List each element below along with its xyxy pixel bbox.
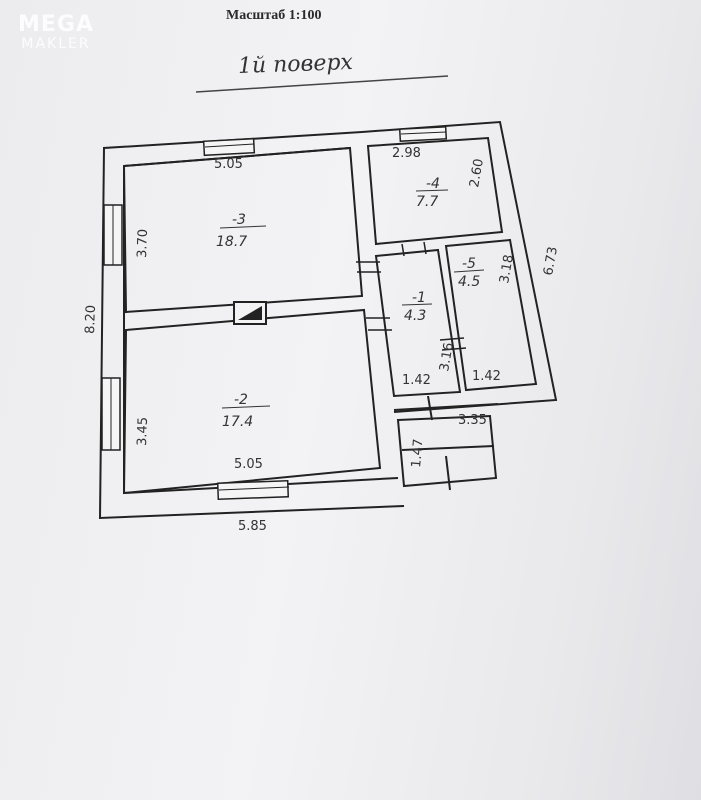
- room-2-number: -2: [234, 392, 248, 408]
- window-top-left: [202, 137, 256, 157]
- window-top-right: [398, 126, 448, 142]
- room-5-area: 4.5: [458, 274, 480, 290]
- logo-line2: MAKLER: [21, 36, 91, 52]
- porch-rail: [445, 455, 451, 491]
- window-bottom: [216, 480, 290, 500]
- dim-outer-bottom: 5.85: [238, 519, 267, 534]
- dim-room5-height: 3.18: [497, 254, 517, 285]
- stove-icon: [233, 301, 267, 325]
- room-3-number: -3: [232, 212, 246, 228]
- logo-line1: MEGA: [17, 12, 94, 37]
- room-1-outline: [374, 248, 462, 398]
- room-1-area: 4.3: [404, 308, 426, 324]
- window-mullions: [110, 131, 447, 491]
- room-4-area: 7.7: [416, 194, 438, 210]
- dimension-labels: 5.05 2.98 2.60 6.73 3.70 8.20 3.45 5.05 …: [83, 146, 561, 534]
- scale-label: Масштаб 1:100: [226, 8, 322, 23]
- dim-room2-height: 3.45: [135, 417, 151, 446]
- dim-hall-height: 3.16: [437, 342, 457, 373]
- dim-room3-height: 3.70: [135, 229, 151, 258]
- dim-room5-width: 1.42: [472, 369, 501, 384]
- room-2-area: 17.4: [222, 414, 253, 430]
- porch-outline: [396, 414, 498, 488]
- room-4-number: -4: [426, 176, 440, 192]
- room-labels: -3 18.7 -2 17.4 -4 7.7 -1 4.3 -5 4.5: [216, 176, 485, 430]
- dim-porch-width: 1.47: [409, 438, 426, 468]
- room-1-number: -1: [412, 290, 426, 306]
- dim-room2-width: 5.05: [234, 457, 263, 472]
- room-5-number: -5: [462, 256, 476, 272]
- door-marks: [356, 241, 467, 351]
- dim-top-left-width: 5.05: [214, 157, 243, 172]
- room-2-outline: [122, 308, 382, 495]
- dim-hall-width: 1.42: [402, 373, 431, 388]
- dim-top-right-width: 2.98: [392, 146, 421, 161]
- room-3-outline: [122, 146, 364, 314]
- porch-step: [401, 445, 495, 451]
- room-4-outline: [366, 136, 504, 246]
- walls: [98, 120, 558, 520]
- annex-bottom-inner: [393, 403, 499, 411]
- dim-annex-width: 3.35: [458, 413, 487, 428]
- makler-logo: MEGA MAKLER: [8, 12, 104, 53]
- dim-right-outer: 6.73: [541, 246, 561, 277]
- room-3-area: 18.7: [216, 234, 247, 250]
- dim-room4-height: 2.60: [467, 158, 487, 189]
- title-underline: [195, 75, 449, 93]
- dim-outer-left: 8.20: [83, 305, 99, 334]
- windows: [101, 126, 448, 500]
- room-5-outline: [444, 238, 538, 392]
